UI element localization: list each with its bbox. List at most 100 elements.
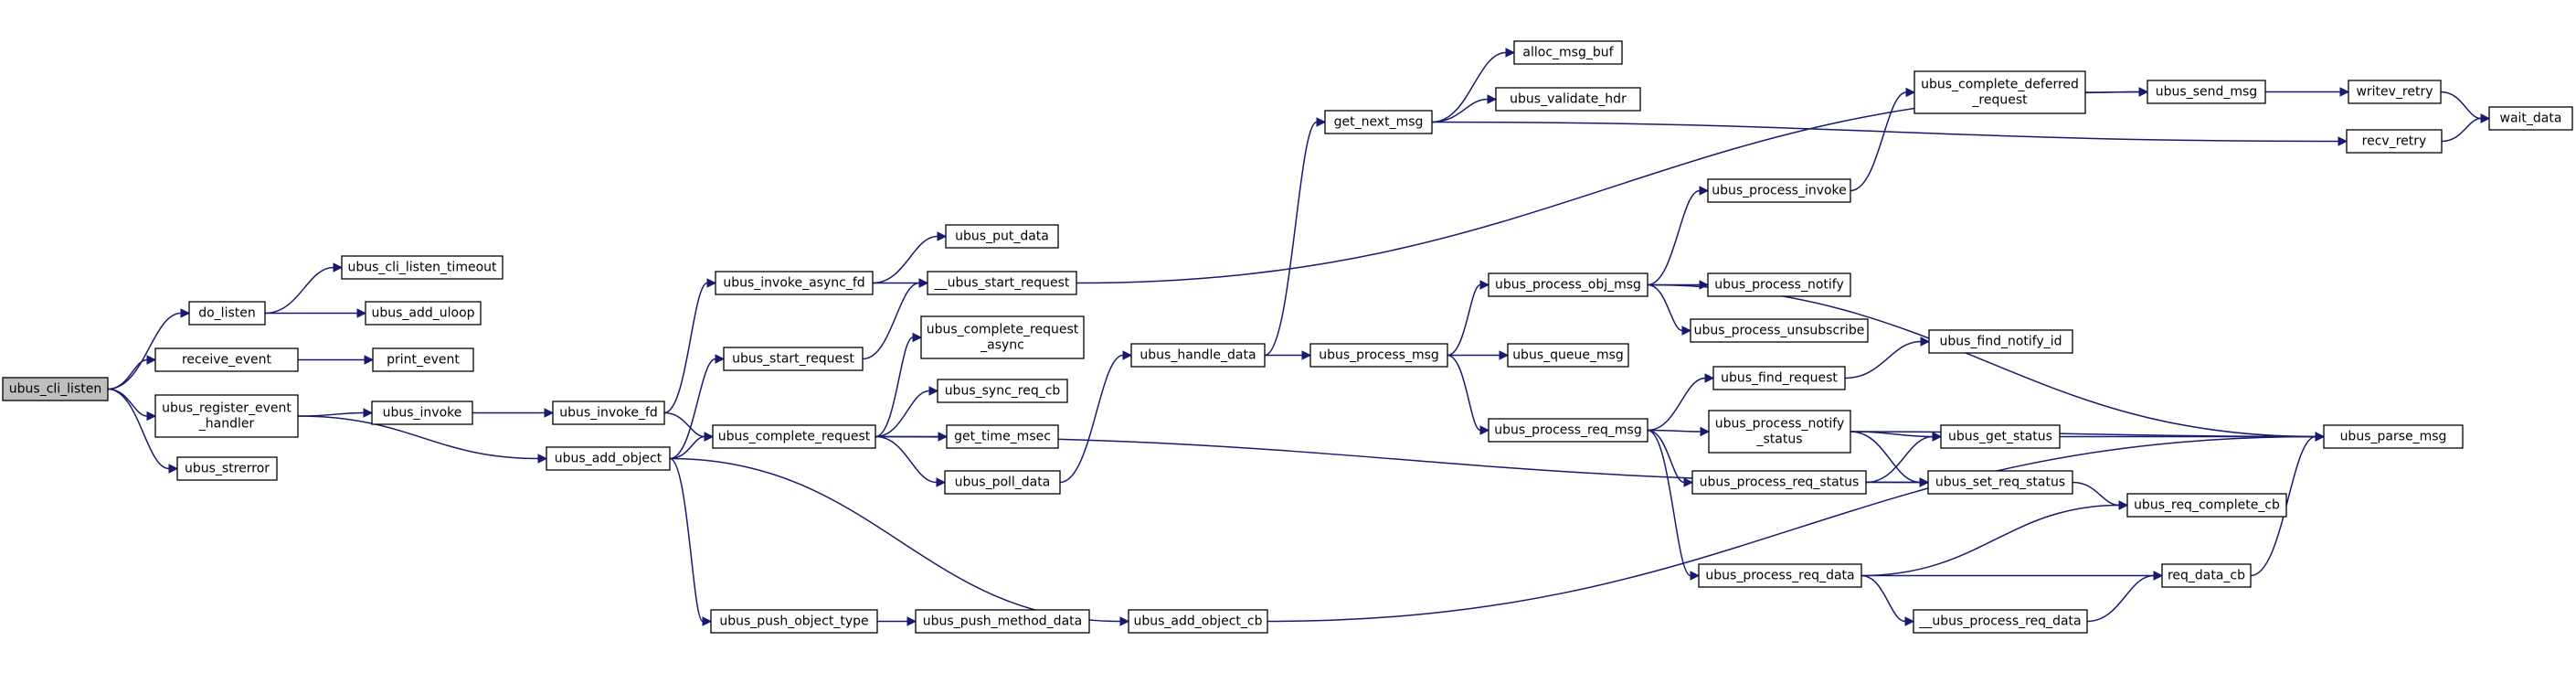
node-recv_retry[interactable]: recv_retry [2346,129,2443,154]
node-ubus_add_object_cb[interactable]: ubus_add_object_cb [1128,609,1268,634]
node-ubus_put_data[interactable]: ubus_put_data [945,224,1059,249]
node-ubus_invoke[interactable]: ubus_invoke [371,401,473,425]
node-box-alloc_msg_buf[interactable] [1513,40,1623,65]
node-ubus_complete_request[interactable]: ubus_complete_request [712,424,876,449]
node-receive_event[interactable]: receive_event [154,347,299,372]
node-box-ubus_validate_hdr[interactable] [1495,87,1641,112]
node-ubus_process_req_msg[interactable]: ubus_process_req_msg [1488,418,1648,443]
node-ubus_push_object_type[interactable]: ubus_push_object_type [710,609,878,634]
node-ubus_strerror[interactable]: ubus_strerror [176,456,278,481]
node-box-ubus_add_object[interactable] [546,446,671,471]
node-box-ubus_complete_deferred_request[interactable] [1913,70,2086,114]
node-ubus_req_complete_cb[interactable]: ubus_req_complete_cb [2126,493,2287,518]
node-__ubus_process_req_data[interactable]: __ubus_process_req_data [1913,609,2088,634]
node-ubus_invoke_fd[interactable]: ubus_invoke_fd [552,401,665,425]
node-ubus_process_invoke[interactable]: ubus_process_invoke [1707,178,1851,203]
node-get_next_msg[interactable]: get_next_msg [1324,110,1433,134]
node-box-ubus_invoke_fd[interactable] [552,401,665,425]
node-do_listen[interactable]: do_listen [188,301,266,326]
node-ubus_set_req_status[interactable]: ubus_set_req_status [1927,470,2073,495]
node-box-ubus_add_uloop[interactable] [365,301,482,326]
node-box-get_next_msg[interactable] [1324,110,1433,134]
node-ubus_add_uloop[interactable]: ubus_add_uloop [365,301,482,326]
node-box-ubus_queue_msg[interactable] [1507,343,1629,368]
node-ubus_queue_msg[interactable]: ubus_queue_msg [1507,343,1629,368]
node-ubus_sync_req_cb[interactable]: ubus_sync_req_cb [937,379,1068,403]
node-box-ubus_sync_req_cb[interactable] [937,379,1068,403]
node-box-ubus_handle_data[interactable] [1130,343,1266,368]
node-ubus_invoke_async_fd[interactable]: ubus_invoke_async_fd [715,271,874,295]
node-box-ubus_add_object_cb[interactable] [1128,609,1268,634]
node-ubus_start_request[interactable]: ubus_start_request [723,347,864,371]
node-box-ubus_push_method_data[interactable] [915,609,1090,634]
node-ubus_complete_request_async[interactable]: ubus_complete_request_async [920,315,1085,359]
node-ubus_get_status[interactable]: ubus_get_status [1940,424,2061,449]
node-ubus_add_object[interactable]: ubus_add_object [546,446,671,471]
node-ubus_process_req_data[interactable]: ubus_process_req_data [1698,563,1862,588]
node-box-get_time_msec[interactable] [946,424,1059,449]
node-box-recv_retry[interactable] [2346,129,2443,154]
node-box-__ubus_start_request[interactable] [927,271,1077,295]
node-box-do_listen[interactable] [188,301,266,326]
node-ubus_parse_msg[interactable]: ubus_parse_msg [2323,424,2464,449]
node-box-ubus_cli_listen[interactable] [2,377,109,401]
node-box-ubus_get_status[interactable] [1940,424,2061,449]
node-ubus_poll_data[interactable]: ubus_poll_data [944,470,1061,495]
node-ubus_process_unsubscribe[interactable]: ubus_process_unsubscribe [1690,318,1869,343]
node-box-ubus_strerror[interactable] [176,456,278,481]
node-box-ubus_process_notify_status[interactable] [1708,410,1851,454]
node-box-ubus_parse_msg[interactable] [2323,424,2464,449]
node-box-ubus_send_msg[interactable] [2147,80,2266,104]
node-alloc_msg_buf[interactable]: alloc_msg_buf [1513,40,1623,65]
node-box-ubus_find_notify_id[interactable] [1928,329,2073,354]
node-box-ubus_cli_listen_timeout[interactable] [341,255,504,280]
node-get_time_msec[interactable]: get_time_msec [946,424,1059,449]
node-box-ubus_complete_request_async[interactable] [920,315,1085,359]
node-print_event[interactable]: print_event [372,347,474,372]
node-ubus_process_notify[interactable]: ubus_process_notify [1707,272,1851,297]
node-box-ubus_process_req_data[interactable] [1698,563,1862,588]
node-ubus_validate_hdr[interactable]: ubus_validate_hdr [1495,87,1641,112]
node-box-ubus_process_req_status[interactable] [1691,470,1867,495]
node-box-req_data_cb[interactable] [2161,563,2252,588]
node-box-writev_retry[interactable] [2348,80,2442,104]
node-ubus_find_notify_id[interactable]: ubus_find_notify_id [1928,329,2073,354]
node-box-receive_event[interactable] [154,347,299,372]
node-box-ubus_complete_request[interactable] [712,424,876,449]
node-writev_retry[interactable]: writev_retry [2348,80,2442,104]
node-ubus_complete_deferred_request[interactable]: ubus_complete_deferred_request [1913,70,2086,114]
node-box-ubus_process_notify[interactable] [1707,272,1851,297]
node-box-ubus_find_request[interactable] [1712,366,1846,390]
node-box-ubus_push_object_type[interactable] [710,609,878,634]
node-ubus_cli_listen[interactable]: ubus_cli_listen [2,377,109,401]
node-box-ubus_process_unsubscribe[interactable] [1690,318,1869,343]
node-box-print_event[interactable] [372,347,474,372]
node-ubus_push_method_data[interactable]: ubus_push_method_data [915,609,1090,634]
node-box-wait_data[interactable] [2488,106,2573,131]
node-box-ubus_register_event_handler[interactable] [154,394,299,438]
node-ubus_cli_listen_timeout[interactable]: ubus_cli_listen_timeout [341,255,504,280]
node-box-__ubus_process_req_data[interactable] [1913,609,2088,634]
node-box-ubus_process_obj_msg[interactable] [1488,272,1648,297]
node-ubus_process_obj_msg[interactable]: ubus_process_obj_msg [1488,272,1648,297]
node-wait_data[interactable]: wait_data [2488,106,2573,131]
node-box-ubus_invoke[interactable] [371,401,473,425]
node-ubus_process_req_status[interactable]: ubus_process_req_status [1691,470,1867,495]
node-box-ubus_start_request[interactable] [723,347,864,371]
node-__ubus_start_request[interactable]: __ubus_start_request [927,271,1077,295]
node-ubus_process_msg[interactable]: ubus_process_msg [1309,343,1448,368]
node-req_data_cb[interactable]: req_data_cb [2161,563,2252,588]
node-ubus_send_msg[interactable]: ubus_send_msg [2147,80,2266,104]
node-ubus_process_notify_status[interactable]: ubus_process_notify_status [1708,410,1851,454]
node-box-ubus_process_req_msg[interactable] [1488,418,1648,443]
node-ubus_register_event_handler[interactable]: ubus_register_event_handler [154,394,299,438]
node-box-ubus_poll_data[interactable] [944,470,1061,495]
node-ubus_find_request[interactable]: ubus_find_request [1712,366,1846,390]
node-box-ubus_set_req_status[interactable] [1927,470,2073,495]
node-box-ubus_req_complete_cb[interactable] [2126,493,2287,518]
node-ubus_handle_data[interactable]: ubus_handle_data [1130,343,1266,368]
node-box-ubus_invoke_async_fd[interactable] [715,271,874,295]
node-box-ubus_process_msg[interactable] [1309,343,1448,368]
node-box-ubus_process_invoke[interactable] [1707,178,1851,203]
node-box-ubus_put_data[interactable] [945,224,1059,249]
